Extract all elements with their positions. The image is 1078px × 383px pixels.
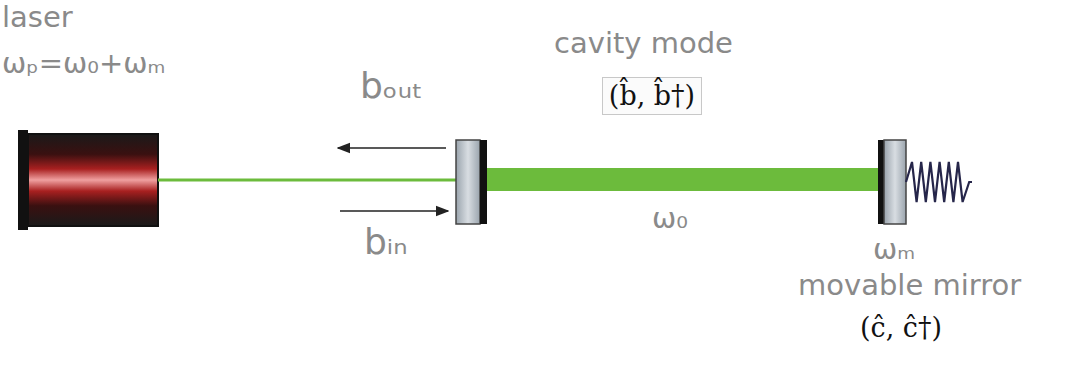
pump-frequency: ωₚ=ω₀+ωₘ — [2, 48, 166, 80]
mirror-operators: (ĉ, ĉ†) — [860, 313, 942, 343]
input-arrow — [340, 210, 448, 212]
laser-beam — [158, 179, 456, 182]
output-field: bₒᵤₜ — [360, 66, 423, 106]
cavity-field — [486, 168, 880, 191]
laser-source — [18, 130, 158, 230]
operator-text: (b̂, b̂†) — [609, 80, 695, 111]
device-name: laser — [2, 2, 73, 34]
input-field: bᵢₙ — [364, 222, 408, 262]
mechanical-frequency: ωₘ — [873, 234, 915, 266]
output-arrow — [338, 147, 446, 149]
movable-mirror — [878, 140, 906, 224]
input-mirror — [456, 140, 487, 224]
operator-box: (b̂, b̂†) — [602, 77, 702, 114]
mirror-label: movable mirror — [798, 270, 1021, 302]
spring — [906, 162, 972, 202]
cavity-frequency: ω₀ — [652, 203, 688, 235]
cavity-label: cavity mode — [554, 28, 733, 60]
